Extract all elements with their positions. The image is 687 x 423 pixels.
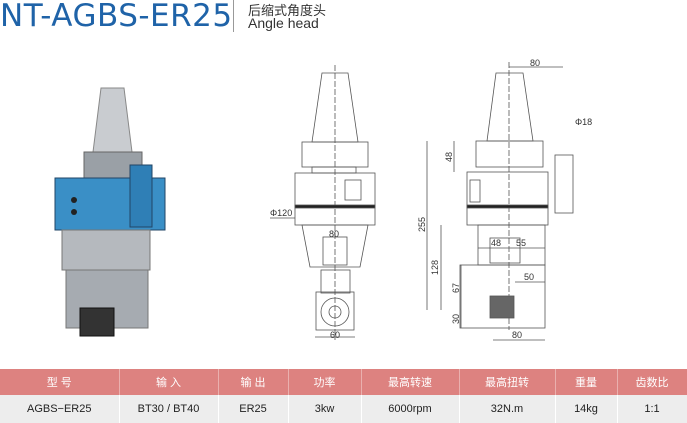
side-view xyxy=(426,62,574,341)
product-photo xyxy=(54,87,166,337)
dim-front-60: 60 xyxy=(330,330,340,340)
cell-max-speed: 6000rpm xyxy=(361,395,460,423)
dim-side-50: 50 xyxy=(524,272,534,282)
dim-front-80: 80 xyxy=(329,229,339,239)
title-divider xyxy=(233,0,234,32)
dim-side-30: 30 xyxy=(451,314,461,324)
dim-side-128: 128 xyxy=(430,260,440,275)
header-power: 功率 xyxy=(288,369,362,395)
cell-weight: 14kg xyxy=(555,395,618,423)
header-gear-ratio: 齿数比 xyxy=(617,369,687,395)
cell-input: BT30 / BT40 xyxy=(119,395,219,423)
spec-table: 型 号 输 入 输 出 功率 最高转速 最高扭转 重量 齿数比 AGBS−ER2… xyxy=(0,369,687,423)
product-title: NT-AGBS-ER25 xyxy=(0,0,233,34)
technical-drawings: Φ120 80 60 80 Φ18 48 255 128 48 55 50 67… xyxy=(54,58,592,341)
dim-side-80-bottom: 80 xyxy=(512,330,522,340)
header-model: 型 号 xyxy=(0,369,120,395)
dim-side-dia18: Φ18 xyxy=(575,117,592,127)
dim-side-w55: 55 xyxy=(516,238,526,248)
table-header-row: 型 号 输 入 输 出 功率 最高转速 最高扭转 重量 齿数比 xyxy=(0,369,687,395)
header-output: 输 出 xyxy=(218,369,289,395)
dim-side-48: 48 xyxy=(444,152,454,162)
cell-output: ER25 xyxy=(218,395,289,423)
header-max-speed: 最高转速 xyxy=(361,369,460,395)
cell-gear-ratio: 1:1 xyxy=(617,395,687,423)
dim-side-w48: 48 xyxy=(491,238,501,248)
cell-max-torque: 32N.m xyxy=(459,395,556,423)
dim-side-80-top: 80 xyxy=(530,58,540,68)
header-weight: 重量 xyxy=(555,369,618,395)
cell-model: AGBS−ER25 xyxy=(0,395,120,423)
table-row: AGBS−ER25 BT30 / BT40 ER25 3kw 6000rpm 3… xyxy=(0,395,687,423)
header-max-torque: 最高扭转 xyxy=(459,369,556,395)
dim-side-255: 255 xyxy=(417,217,427,232)
subtitle-chinese: 后缩式角度头 xyxy=(248,3,327,18)
cell-power: 3kw xyxy=(288,395,362,423)
front-view xyxy=(270,65,376,340)
header-input: 输 入 xyxy=(119,369,219,395)
dim-side-67: 67 xyxy=(451,283,461,293)
dim-front-dia120: Φ120 xyxy=(270,208,292,218)
subtitle-english: Angle head xyxy=(248,15,319,31)
